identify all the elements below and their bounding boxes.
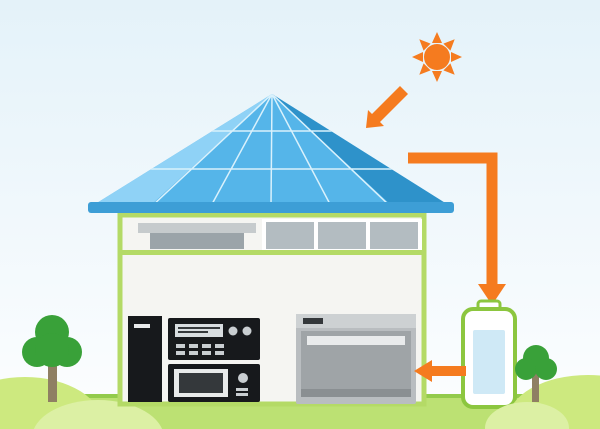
control-knob (228, 326, 238, 336)
tree-foliage (35, 333, 69, 367)
storage-battery (461, 299, 517, 409)
hood-canopy (138, 223, 256, 233)
stove-control-unit (168, 318, 260, 360)
range-hood (138, 223, 256, 249)
sun-rays (412, 32, 462, 82)
sun-icon (412, 32, 462, 82)
dishwasher-top (296, 314, 416, 328)
tall-cabinet (128, 316, 162, 402)
sun-core (424, 44, 450, 70)
solar-panel-grid (92, 94, 450, 206)
roof-panel-right-facet (272, 94, 450, 206)
bush-mound (485, 402, 569, 429)
battery-to-house-arrow (414, 360, 466, 382)
tree-foliage (515, 358, 537, 380)
sunlight-arrow (366, 86, 408, 128)
dishwasher-control (303, 318, 323, 324)
microwave-window (179, 373, 223, 393)
cabinet-handle (134, 324, 150, 328)
microwave-oven (168, 364, 260, 402)
upper-windows (266, 222, 418, 249)
upper-floor (120, 219, 424, 255)
cabinet-body (128, 316, 162, 402)
roof-panel-left-facet (92, 94, 272, 206)
floor-divider (120, 250, 424, 255)
dishwasher (296, 314, 416, 404)
roof-to-battery-arrow (408, 152, 506, 305)
microwave-buttons (236, 388, 248, 396)
kitchen-appliances (128, 314, 416, 404)
dishwasher-base (301, 389, 411, 397)
tree-right (515, 345, 557, 402)
control-display (175, 324, 223, 337)
solar-panel-roof (88, 94, 454, 213)
tree-trunk (48, 358, 57, 402)
roof-eave (88, 202, 454, 213)
dishwasher-handle (307, 336, 405, 345)
control-buttons (176, 344, 224, 355)
control-knob (242, 326, 252, 336)
tree-trunk (532, 372, 539, 402)
house (117, 212, 427, 407)
microwave-knob (238, 373, 248, 383)
bush-mound (33, 400, 163, 429)
battery-cell (473, 330, 505, 394)
solar-grid-lines (92, 94, 450, 206)
bush-left (0, 377, 163, 429)
arrow-shaft (408, 152, 498, 286)
bush-right (485, 375, 600, 429)
hood-body (150, 233, 244, 249)
tree-left (22, 315, 82, 402)
display-lines (178, 327, 220, 333)
tree-foliage (535, 358, 557, 380)
arrow-head (478, 284, 506, 305)
